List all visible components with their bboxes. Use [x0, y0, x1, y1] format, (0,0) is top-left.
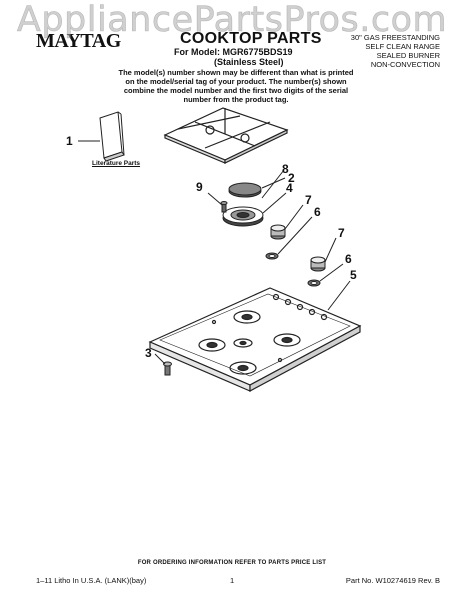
- callout-7b: 7: [338, 226, 345, 240]
- callout-3: 3: [145, 346, 152, 360]
- spec-line: SEALED BURNER: [376, 51, 440, 60]
- literature-parts-label: Literature Parts: [92, 160, 141, 167]
- litho-info: 1–11 Litho In U.S.A. (LANK)(bay): [36, 576, 147, 585]
- burner-head: [222, 206, 264, 227]
- spec-line: SELF CLEAN RANGE: [365, 42, 440, 51]
- mounting-screw: [163, 361, 172, 376]
- part-number: Part No. W10274619 Rev. B: [345, 576, 440, 585]
- burner-grate: [163, 107, 289, 164]
- cooktop-panel: [148, 287, 362, 393]
- model-notice: The model(s) number shown may be differe…: [118, 68, 354, 104]
- brand-logo: MAYTAG: [36, 30, 121, 52]
- ordering-info: FOR ORDERING INFORMATION REFER TO PARTS …: [137, 560, 327, 566]
- callout-5: 5: [350, 268, 357, 282]
- callout-4: 4: [286, 181, 293, 195]
- model-line: For Model: MGR6775BDS19: [174, 47, 293, 57]
- callout-1: 1: [66, 134, 73, 148]
- page-title: COOKTOP PARTS: [180, 30, 322, 47]
- callout-7a: 7: [305, 193, 312, 207]
- callout-9: 9: [196, 180, 203, 194]
- literature-booklet: [99, 111, 125, 162]
- burner-knob: [310, 256, 326, 272]
- callout-8: 8: [282, 162, 289, 176]
- burner-knob: [270, 224, 286, 240]
- burner-cap: [228, 182, 262, 198]
- igniter-screw: [220, 201, 228, 213]
- knob-bezel: [307, 279, 321, 287]
- page-number: 1: [230, 576, 235, 585]
- spec-block: 30" GAS FREESTANDING SELF CLEAN RANGE SE…: [351, 33, 440, 69]
- knob-bezel: [265, 252, 279, 260]
- callout-6a: 6: [314, 205, 321, 219]
- spec-line: NON-CONVECTION: [370, 60, 440, 69]
- callout-2: 2: [288, 171, 295, 185]
- spec-line: 30" GAS FREESTANDING: [350, 33, 440, 42]
- callout-6b: 6: [345, 252, 352, 266]
- finish-line: (Stainless Steel): [214, 57, 284, 67]
